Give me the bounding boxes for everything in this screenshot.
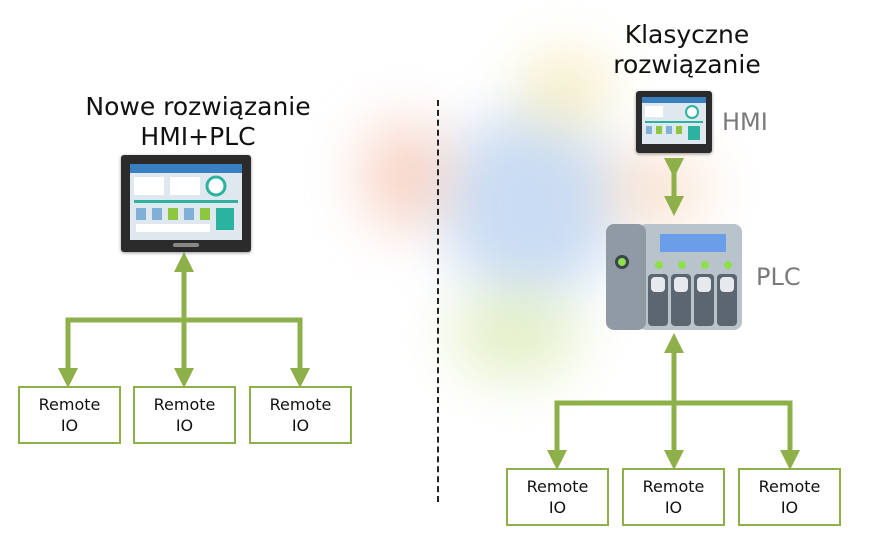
io-label-line1: Remote <box>758 477 821 496</box>
io-label-line2: IO <box>780 498 799 517</box>
io-label-line1: Remote <box>642 477 705 496</box>
background-blob-peach <box>600 150 710 230</box>
right-title: Klasyczne rozwiązanie <box>582 20 792 80</box>
right-title-line2: rozwiązanie <box>613 50 761 79</box>
plc-device-image <box>604 222 744 332</box>
plc-label: PLC <box>756 263 801 291</box>
classic-hmi-image <box>636 91 712 153</box>
io-label-line2: IO <box>291 416 310 435</box>
hmi-label: HMI <box>722 108 768 136</box>
left-title-line1: Nowe rozwiązanie <box>85 92 311 121</box>
io-label-line2: IO <box>548 498 567 517</box>
io-label-line2: IO <box>664 498 683 517</box>
io-label-line2: IO <box>60 416 79 435</box>
right-title-line1: Klasyczne <box>624 20 750 49</box>
background-blob-yellow <box>520 50 610 130</box>
io-label-line1: Remote <box>526 477 589 496</box>
background-blob-blue <box>440 110 620 300</box>
hmi-brand-mark <box>173 243 199 247</box>
io-label-line1: Remote <box>153 395 216 414</box>
left-title-line2: HMI+PLC <box>140 122 256 151</box>
io-label-line1: Remote <box>269 395 332 414</box>
background-blob-orange <box>360 120 450 230</box>
left-title: Nowe rozwiązanie HMI+PLC <box>70 92 326 152</box>
classic-hmi-screen <box>642 97 706 144</box>
io-label-line1: Remote <box>38 395 101 414</box>
io-label-line2: IO <box>175 416 194 435</box>
hmi-plc-panel-image <box>121 155 251 252</box>
section-divider <box>437 100 439 502</box>
hmi-plc-panel-screen <box>130 164 242 240</box>
background-blob-green <box>450 290 580 380</box>
